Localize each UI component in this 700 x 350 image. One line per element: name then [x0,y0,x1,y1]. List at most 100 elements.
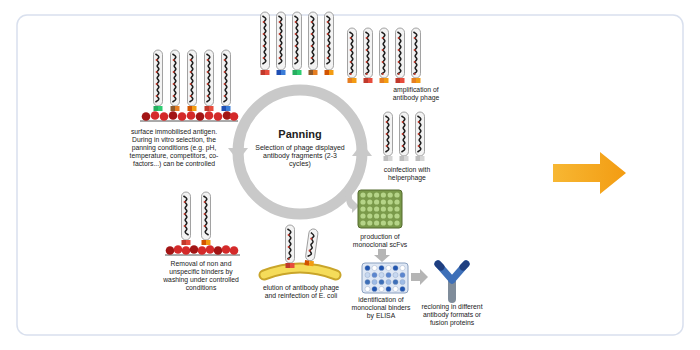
antigen [166,246,175,255]
elisa-well [372,265,377,270]
phage [205,50,214,111]
phage-bead [288,258,290,260]
phage-bead [350,37,352,39]
antibody-fragment [202,240,207,245]
elisa-well [379,272,384,277]
antibody-fragment [416,156,421,161]
orange-arrow [553,152,626,194]
antibody-fragment [309,70,314,75]
cycle-arrowhead [352,143,372,156]
phage [154,50,163,111]
phage-bead [173,71,175,73]
plate-well [381,206,386,211]
plate-well [360,192,365,197]
antibody-fragment [188,106,193,111]
phage-bead [402,121,404,123]
phage-bead [327,45,329,47]
phage-dna [417,116,420,152]
antigen [214,246,223,255]
antibody-fragment [286,263,291,268]
phage-bead [382,61,384,63]
phage-bead [311,57,313,59]
antibody-fragment [175,106,180,111]
process-arrow [374,249,390,262]
antibody-fragment [297,70,302,75]
phage-bead [398,49,400,51]
antibody-arm-tip [438,264,441,267]
antibody-arm-tip [463,264,466,267]
phage-bead [402,133,404,135]
phage-bead [184,225,186,227]
phage-bead [310,237,312,239]
antibody-fragment [404,156,409,161]
phage-dna [381,32,384,74]
elisa-well [393,265,398,270]
phage [286,225,295,268]
plate-well [388,199,393,204]
phage-dna [365,32,368,74]
plate-well [381,192,386,197]
phage-capsid [400,112,409,156]
phage-bead [288,246,290,248]
plate-well [374,199,379,204]
phage-bead [308,249,310,251]
antibody-fragment [205,106,210,111]
phage-bead [418,121,420,123]
phage-capsid [205,50,214,106]
step-caption: surface immobilised antigen. During in v… [127,128,221,168]
elisa-well [386,272,391,277]
elisa-well [386,279,391,284]
phage-capsid [364,28,373,78]
antigen [160,112,169,121]
antigen [230,246,239,255]
elisa-well [365,265,370,270]
process-arrow [411,269,428,285]
phage-capsid [277,12,286,70]
elisa-plate [362,263,408,293]
phage-bead [398,73,400,75]
antibody-fragment [154,106,159,111]
antigen [174,245,183,254]
antibody [438,264,466,299]
antibody-fragment [209,106,214,111]
phage-bead [398,61,400,63]
antibody-fragment [420,156,425,161]
plate-well [388,213,393,218]
plate-well [367,192,372,197]
phage-dna [287,229,290,259]
phage-capsid [309,12,318,70]
phage-dna [349,32,352,74]
antibody-fragment [261,70,266,75]
phage-dna [401,116,404,152]
elisa-well [372,286,377,291]
phage-dna [326,16,329,64]
phage-bead [350,61,352,63]
step-caption: amplification of antibody phage [382,86,450,102]
phage-bead [350,73,352,75]
elisa-well [379,279,384,284]
antibody-fragment [368,78,373,83]
antibody-fragment [182,240,187,245]
phage-bead [295,57,297,59]
antigen [151,111,160,120]
antibody-arm [452,264,466,280]
plate-well [394,192,399,197]
antigen [222,245,231,254]
elisa-well [393,279,398,284]
phage-bead [279,57,281,59]
antibody-fragment [293,70,298,75]
plate-well [374,213,379,218]
phage-bead [311,33,313,35]
antibody-fragment [400,78,405,83]
phage [309,12,318,75]
phage-bead [156,83,158,85]
plate-well [367,199,372,204]
antibody-fragment [265,70,270,75]
plate-well [388,206,393,211]
antibody-fragment [277,70,282,75]
cycle-arrowhead [228,148,248,161]
antibody-fragment [396,78,401,83]
phage-capsid [412,28,421,78]
phage-bead [190,83,192,85]
